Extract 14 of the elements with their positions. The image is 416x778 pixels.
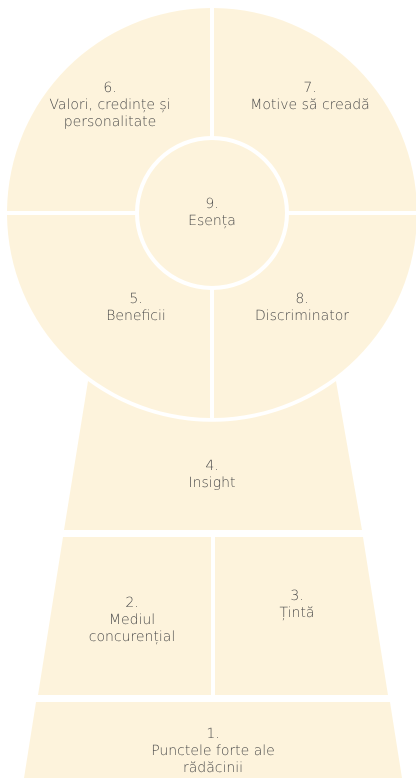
segment-label: 4. Insight bbox=[188, 458, 236, 492]
segment-label: 1. Punctele forte ale rădăcinii bbox=[150, 726, 276, 777]
keyhole-segment bbox=[38, 537, 211, 695]
segment-label: 8. Discriminator bbox=[254, 291, 350, 325]
segment-label: 5. Beneficii bbox=[105, 291, 167, 325]
segment-label: 3. Țintă bbox=[278, 588, 316, 622]
segment-label: 2. Mediul concurențial bbox=[88, 595, 176, 646]
keyhole-segment bbox=[215, 537, 388, 695]
keyhole-segment bbox=[24, 702, 402, 778]
keyhole-segment bbox=[64, 381, 362, 530]
center-circle bbox=[135, 136, 289, 290]
segment-label: 7. Motive să creadă bbox=[249, 80, 371, 114]
segment-label: 9. Esența bbox=[187, 196, 237, 230]
segment-label: 6. Valori, credințe și personalitate bbox=[48, 80, 172, 131]
